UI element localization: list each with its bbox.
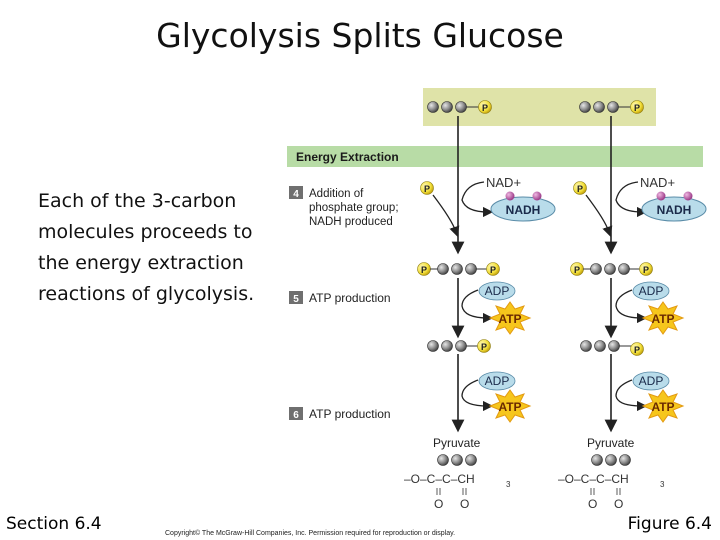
slide-title: Glycolysis Splits Glucose xyxy=(156,16,564,55)
left-s5-phos: P xyxy=(481,342,487,352)
step-5-label: ATP production xyxy=(309,291,391,305)
right-pyruvate-label: Pyruvate xyxy=(587,436,635,450)
copyright-notice: Copyright© The McGraw-Hill Companies, In… xyxy=(165,530,456,537)
right-s4-phos-b: P xyxy=(643,265,649,275)
left-s4-phos-b: P xyxy=(490,265,496,275)
right-step4-phosphate-label: P xyxy=(577,184,583,194)
left-formula-o2: O xyxy=(460,497,469,511)
step-4-label-line-1: Addition of xyxy=(309,188,364,200)
step-4-box xyxy=(289,186,303,199)
left-top-phosphate-label: P xyxy=(482,103,488,113)
right-nad-label: NAD+ xyxy=(640,175,675,190)
right-atp-label-2: ATP xyxy=(651,400,674,414)
left-adp-text-2: ADP xyxy=(485,374,510,388)
step-6-box xyxy=(289,407,303,420)
section-label: Section 6.4 xyxy=(6,514,102,534)
right-adp-text-1: ADP xyxy=(639,284,664,298)
left-step4-phosphate-label: P xyxy=(424,184,430,194)
step-4-number: 4 xyxy=(293,189,299,200)
right-formula-sub: 3 xyxy=(660,480,665,489)
step-4-label-line-2: phosphate group; xyxy=(309,202,399,214)
left-pyruvate-label: Pyruvate xyxy=(433,436,481,450)
left-nad-label: NAD+ xyxy=(486,175,521,190)
left-nadh-label: NADH xyxy=(506,203,541,217)
right-formula-main: –O–C–C–CH xyxy=(558,472,629,486)
left-pathway: P P NAD+ NADH P P ADP ADP ATP xyxy=(404,100,556,511)
left-s4-phos-a: P xyxy=(421,265,427,275)
left-formula-o1: O xyxy=(434,497,443,511)
left-formula-main: –O–C–C–CH xyxy=(404,472,475,486)
figure-label: Figure 6.4 xyxy=(627,514,712,534)
right-s5-phos: P xyxy=(634,345,640,355)
left-nadh-ellipse xyxy=(490,196,556,222)
right-adp-text-2: ADP xyxy=(639,374,664,388)
right-nadh-ellipse xyxy=(641,196,707,222)
step-4-label-line-3: NADH produced xyxy=(309,216,393,228)
right-nadh-label: NADH xyxy=(657,203,692,217)
left-atp-label-2: ATP xyxy=(498,400,521,414)
body-text: Each of the 3-carbon molecules proceeds … xyxy=(38,190,255,305)
step-5-number: 5 xyxy=(293,294,299,305)
step-5-box xyxy=(289,291,303,304)
left-atp-label-1: ATP xyxy=(498,312,521,326)
right-pathway: P P NAD+ NADH P P ADP ATP P ADP xyxy=(558,100,707,511)
energy-extraction-band xyxy=(287,146,703,167)
step-6-label: ATP production xyxy=(309,407,391,421)
left-formula-sub: 3 xyxy=(506,480,511,489)
energy-extraction-label: Energy Extraction xyxy=(296,150,399,164)
right-atp-label-1: ATP xyxy=(651,312,674,326)
step-6-number: 6 xyxy=(293,410,299,421)
right-top-phosphate-label: P xyxy=(634,103,640,113)
right-formula-o2: O xyxy=(614,497,623,511)
right-s4-phos-a: P xyxy=(574,265,580,275)
right-formula-o1: O xyxy=(588,497,597,511)
left-adp-text-1: ADP xyxy=(485,284,510,298)
